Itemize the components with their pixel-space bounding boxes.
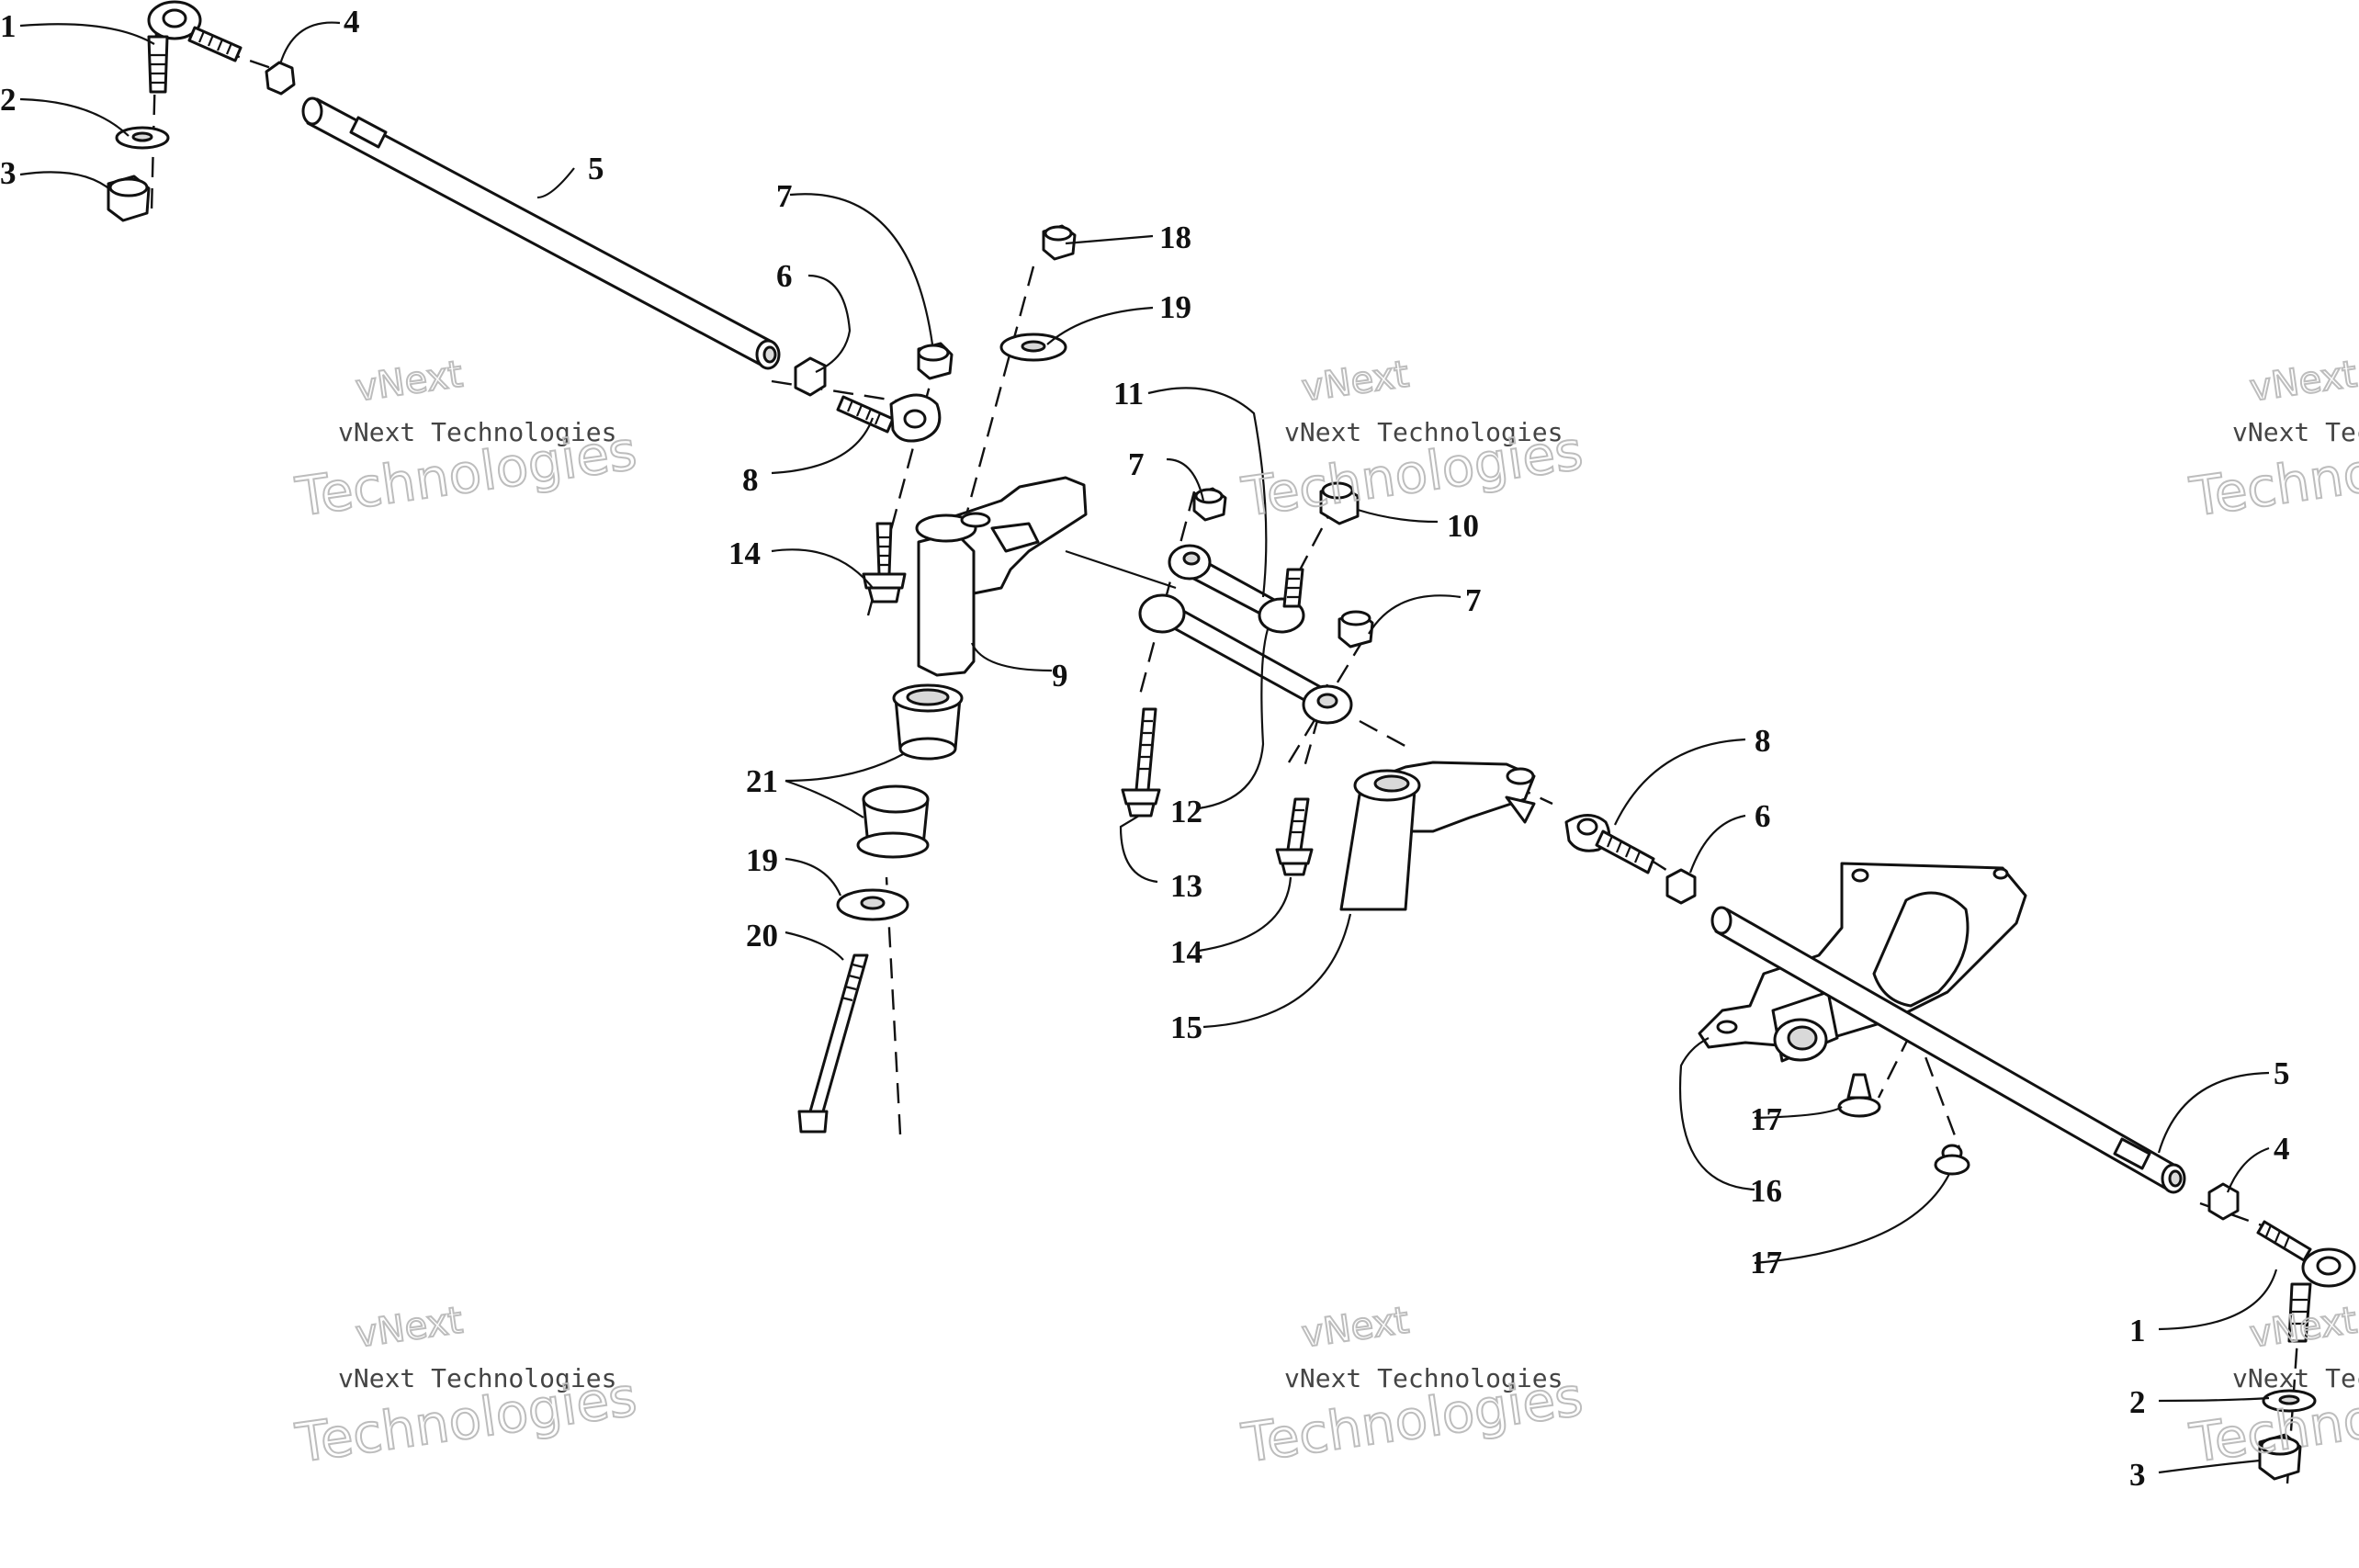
bolt-13 [1121, 707, 1161, 818]
callout-14: 14 [728, 536, 761, 571]
callout-12: 12 [1170, 794, 1202, 829]
callout-15: 15 [1170, 1010, 1202, 1045]
tie-rod-end-lower [2256, 1220, 2356, 1343]
callout-5: 5 [2274, 1055, 2290, 1091]
leader-lines [19, 21, 2278, 1474]
callout-19: 19 [1159, 289, 1191, 325]
watermark-line2: vNext Technologies [1284, 417, 1563, 447]
watermark-top-left: vNext vNext Technologies Technologies [291, 352, 641, 529]
tie-rod-upper [301, 96, 781, 370]
jam-nut-upper [265, 61, 296, 96]
push-rivet-17a [1837, 1073, 1881, 1118]
callout-13: 13 [1170, 868, 1202, 904]
callout-6: 6 [1755, 798, 1771, 834]
callout-18: 18 [1159, 220, 1191, 255]
callout-17: 17 [1750, 1101, 1782, 1137]
callout-2: 2 [2129, 1384, 2146, 1420]
callout-8: 8 [1755, 723, 1771, 759]
callout-19: 19 [746, 842, 778, 878]
bracket-16 [1698, 862, 2027, 1063]
callout-17: 17 [1750, 1245, 1782, 1280]
tie-rod-end-mid-right [1564, 814, 1655, 874]
callout-3: 3 [2129, 1457, 2146, 1493]
callout-21: 21 [746, 763, 778, 799]
callout-16: 16 [1750, 1173, 1782, 1209]
watermark-bottom-center: vNext vNext Technologies Technologies [1237, 1298, 1587, 1475]
watermark-line2: vNext Technologies [1284, 1363, 1563, 1393]
callout-5: 5 [588, 151, 604, 186]
callout-4: 4 [344, 4, 360, 39]
callout-14: 14 [1170, 934, 1202, 970]
bolt-14a [862, 522, 907, 604]
callout-1: 1 [0, 8, 17, 44]
watermark-line1: vNext [353, 1299, 465, 1356]
washer-19-upper [999, 333, 1067, 362]
bolt-mid [1282, 568, 1304, 608]
long-bolt-20 [797, 953, 869, 1134]
tie-rod-lower [1710, 906, 2186, 1194]
callout-9: 9 [1052, 658, 1068, 694]
jam-nut-mid-left [794, 356, 827, 397]
tie-rod-end-mid-left [836, 393, 942, 443]
push-rivet-17b [1934, 1144, 1970, 1176]
watermark-bottom-right: vNext vNext Technologies Technologies [2185, 1298, 2359, 1475]
watermark-line1: vNext [1299, 1299, 1411, 1356]
watermark-line2: vNext Technologies [338, 417, 616, 447]
jam-nut-lower [2207, 1182, 2240, 1221]
callout-8: 8 [742, 462, 759, 498]
center-lines [150, 31, 2303, 1484]
watermark-line2: vNext Technologies [2232, 417, 2359, 447]
idler-arm-15 [1339, 761, 1536, 911]
nut-18 [1042, 224, 1077, 261]
link-12 [1138, 593, 1353, 725]
callout-2: 2 [0, 82, 17, 118]
nut-10 [1319, 481, 1360, 525]
watermark-line2: vNext Technologies [2232, 1363, 2359, 1393]
watermark-top-center: vNext vNext Technologies Technologies [1237, 352, 1587, 529]
washer-lower [2262, 1389, 2317, 1413]
bolt-14b [1275, 797, 1314, 876]
nut-upper [107, 175, 151, 222]
callout-numbers: 1 2 3 4 5 6 7 8 14 18 19 11 7 10 7 9 21 … [0, 4, 2290, 1493]
watermark-bottom-left: vNext vNext Technologies Technologies [291, 1298, 641, 1475]
watermark-line1: vNext [2247, 353, 2359, 410]
watermark-line1: vNext [2247, 1299, 2359, 1356]
flange-nut-7a [917, 342, 954, 380]
callout-7: 7 [1128, 446, 1145, 482]
watermark-line1: vNext [1299, 353, 1411, 410]
callout-10: 10 [1447, 508, 1479, 544]
callout-7: 7 [1465, 582, 1482, 618]
callout-11: 11 [1113, 376, 1144, 412]
callout-4: 4 [2274, 1131, 2290, 1167]
jam-nut-mid-right [1665, 868, 1697, 905]
callout-6: 6 [776, 258, 793, 294]
tie-rod-end-upper [147, 0, 243, 94]
pitman-arm-9 [915, 476, 1177, 677]
washer-19-lower [836, 888, 909, 921]
callout-3: 3 [0, 155, 17, 191]
nut-7b [1192, 487, 1227, 522]
nut-lower [2258, 1433, 2302, 1481]
watermark-top-right: vNext vNext Technologies Technologies [2185, 352, 2359, 529]
washer-upper [115, 126, 170, 150]
callout-1: 1 [2129, 1313, 2146, 1348]
bushing-21-upper [892, 683, 964, 761]
watermark-line1: vNext [353, 353, 465, 410]
callout-7: 7 [776, 178, 793, 214]
callout-20: 20 [746, 918, 778, 953]
nut-7c [1338, 610, 1374, 649]
bushing-21-lower [856, 784, 930, 859]
watermark-line2: vNext Technologies [338, 1363, 616, 1393]
